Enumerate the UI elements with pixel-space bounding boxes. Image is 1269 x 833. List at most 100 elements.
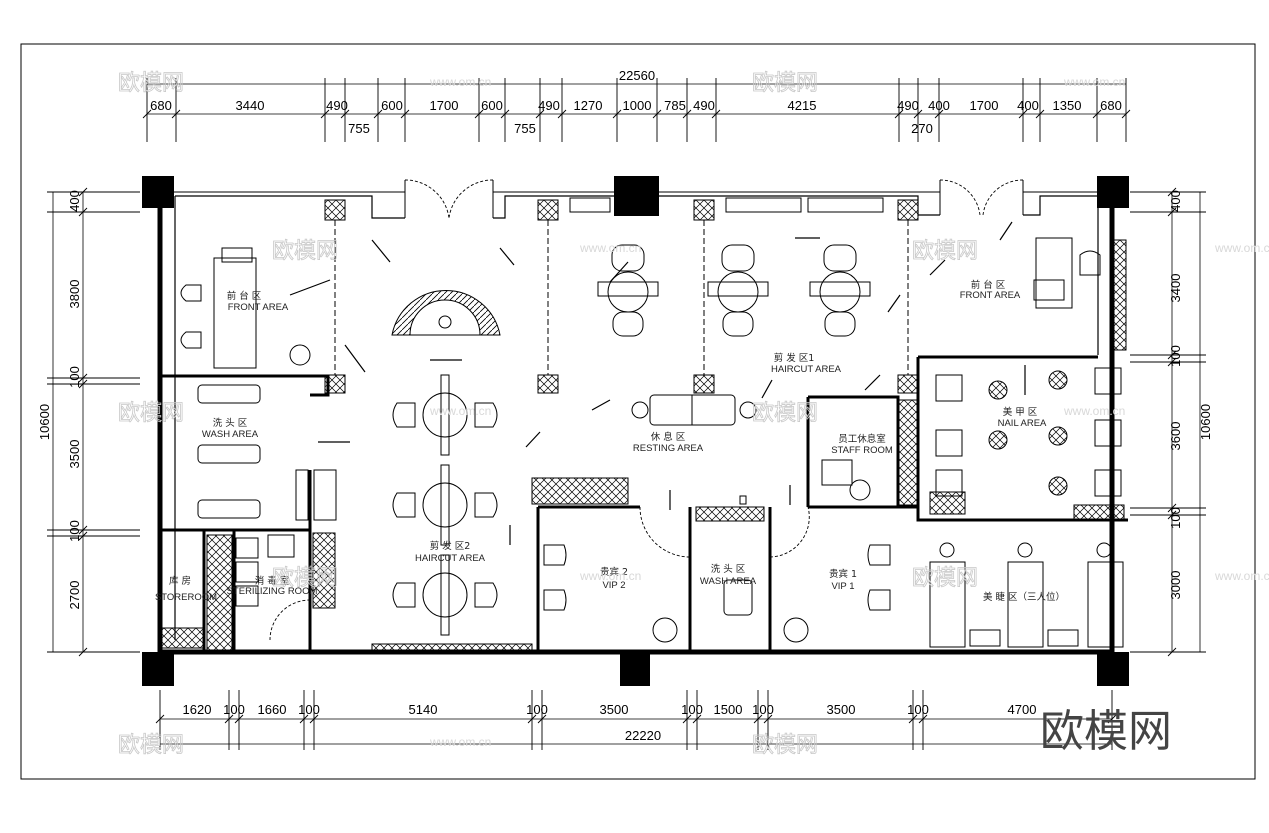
dimension-tick-slash (1092, 109, 1102, 119)
top-dim-0: 680 (150, 98, 172, 113)
top-overall-dim: 22560 (619, 68, 655, 83)
bottom-dim-3: 100 (298, 702, 320, 717)
watermark-url: www.om.cn (1214, 569, 1269, 583)
top-dim2-1: 755 (514, 121, 536, 136)
resting-label-en: RESTING AREA (633, 443, 704, 454)
dimension-tick-slash (320, 109, 330, 119)
front-desk-left (180, 247, 257, 369)
dimension-tick-slash (908, 714, 918, 724)
vip2-label-en: VIP 2 (602, 580, 625, 591)
watermark-url: www.om.cn (429, 735, 491, 749)
lash-beds (929, 542, 1124, 648)
bottom-dim-7: 100 (681, 702, 703, 717)
dimension-tick-slash (913, 109, 923, 119)
watermark-url: www.om.cn (579, 241, 641, 255)
bottom-dim-11: 100 (907, 702, 929, 717)
top-dim-12: 490 (897, 98, 919, 113)
right-dim-4: 100 (1168, 507, 1183, 529)
front-right-label-en: FRONT AREA (960, 290, 1021, 301)
dimension-tick-slash (1121, 109, 1131, 119)
bottom-dim-0: 1620 (183, 702, 212, 717)
top-dim-8: 1000 (623, 98, 652, 113)
dimension-tick-slash (535, 109, 545, 119)
right-dim-0: 400 (1168, 190, 1183, 212)
haircut2-label-en: HAIRCUT AREA (415, 553, 486, 564)
watermark-logo: 欧模网 (752, 71, 818, 96)
right-overall-dim: 10600 (1198, 404, 1213, 440)
top-dim-17: 680 (1100, 98, 1122, 113)
dimension-tick-slash (78, 525, 88, 535)
watermark-logo: 欧模网 (118, 71, 184, 96)
haircut1-label-en: HAIRCUT AREA (771, 364, 842, 375)
watermark-url: www.om.cn (429, 404, 491, 418)
top-dim-10: 490 (693, 98, 715, 113)
front-left-label-cn: 前 台 区 (227, 290, 262, 302)
dimension-tick-slash (309, 714, 319, 724)
right-dim-5: 3000 (1168, 571, 1183, 600)
bottom-dim-8: 1500 (714, 702, 743, 717)
haircut-chairs-2 (392, 374, 498, 636)
dimension-tick-slash (692, 714, 702, 724)
dimension-tick-slash (400, 109, 410, 119)
wash2-label-en: WASH AREA (700, 576, 757, 587)
wash2-label-cn: 洗 头 区 (711, 563, 746, 575)
wash-label-cn: 洗 头 区 (213, 417, 248, 429)
interior-walls (160, 355, 1128, 652)
watermark-logo: 欧模网 (752, 401, 818, 426)
top-dim-2: 490 (326, 98, 348, 113)
dimension-tick-slash (373, 109, 383, 119)
display-counter (391, 290, 501, 336)
structural-columns (142, 176, 1129, 686)
top-dim-4: 1700 (430, 98, 459, 113)
front-left-label-en: FRONT AREA (228, 302, 289, 313)
front-right-label-cn: 前 台 区 (971, 279, 1006, 291)
top-dim-11: 4215 (788, 98, 817, 113)
watermarks: 欧模网 欧模网 欧模网 欧模网 欧模网 欧模网 欧模网 欧模网 欧模网 欧模网 … (118, 71, 1269, 759)
haircut2-label-cn: 剪 发 区2 (430, 540, 471, 552)
vip2-label-cn: 贵宾 2 (600, 566, 628, 578)
dimension-tick-slash (1035, 109, 1045, 119)
dimension-tick-slash (652, 109, 662, 119)
top-dim-15: 400 (1017, 98, 1039, 113)
resting-label-cn: 休 息 区 (651, 431, 686, 443)
dimension-tick-slash (934, 109, 944, 119)
watermark-logo: 欧模网 (752, 733, 818, 758)
wash-label-en: WASH AREA (202, 429, 259, 440)
left-dim-4: 100 (67, 520, 82, 542)
right-dim-3: 3600 (1168, 422, 1183, 451)
top-dim-14: 1700 (970, 98, 999, 113)
bottom-dim-12: 4700 (1008, 702, 1037, 717)
left-dim-5: 2700 (67, 581, 82, 610)
watermark-url: www.om.cn (1214, 241, 1269, 255)
top-dim-6: 490 (538, 98, 560, 113)
mirror-stations (324, 197, 919, 394)
dimension-tick-slash (1167, 510, 1177, 520)
top-dim-13: 400 (928, 98, 950, 113)
haircut-chairs-1 (597, 244, 871, 337)
bottom-dimension-ticks (155, 690, 1117, 750)
storage-cabinets (159, 239, 1127, 653)
bottom-dim-6: 3500 (600, 702, 629, 717)
watermark-url: www.om.cn (1063, 75, 1125, 89)
store-label-cn: 库 房 (169, 575, 191, 587)
watermark-url: www.om.cn (1063, 404, 1125, 418)
circulation-arrows (289, 221, 1026, 545)
drawing-frame (20, 43, 1256, 780)
top-dim2-2: 270 (911, 121, 933, 136)
right-dim-2: 100 (1168, 345, 1183, 367)
sterile-label-cn: 消 毒 室 (255, 575, 290, 587)
dimension-tick-slash (537, 714, 547, 724)
left-dim-3: 3500 (67, 440, 82, 469)
dimension-tick-slash (894, 109, 904, 119)
haircut1-label-cn: 剪 发 区1 (774, 352, 815, 364)
dimension-tick-slash (234, 714, 244, 724)
dimension-tick-slash (78, 379, 88, 389)
dimension-lines (52, 83, 1201, 745)
dimension-tick-slash (142, 109, 152, 119)
dimension-tick-slash (224, 714, 234, 724)
left-dim-2: 100 (67, 366, 82, 388)
dimension-tick-slash (78, 647, 88, 657)
dimension-tick-slash (1167, 503, 1177, 513)
watermark-url: www.om.cn (429, 75, 491, 89)
